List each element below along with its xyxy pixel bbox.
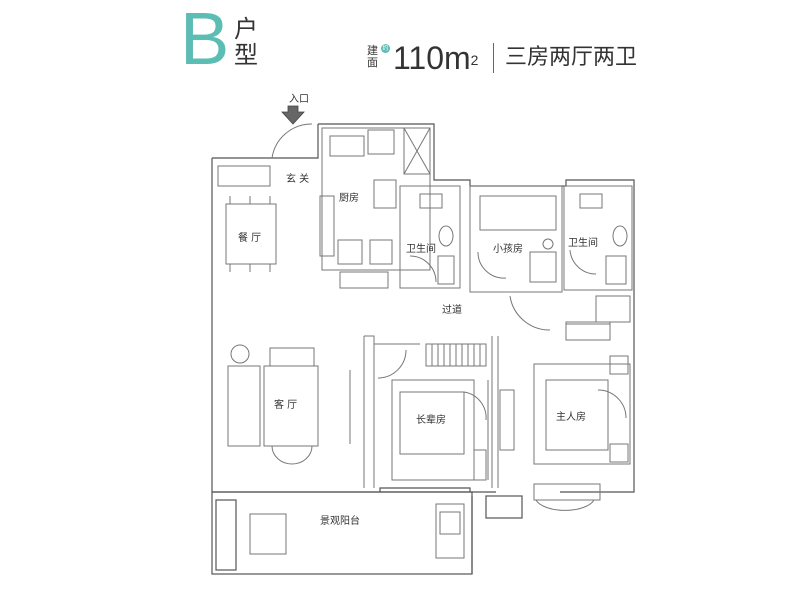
area-badge: 约	[381, 44, 390, 53]
area-label-1: 建	[367, 44, 378, 57]
label-foyer: 玄 关	[286, 172, 309, 185]
label-entrance: 入口	[289, 94, 309, 105]
label-kids-room: 小孩房	[493, 242, 523, 255]
area-label-2: 面	[367, 56, 378, 69]
area-value: 110m2	[393, 40, 478, 76]
unit-type-suffix-2: 型	[234, 41, 258, 69]
label-bathroom-2: 卫生间	[568, 236, 598, 249]
area-number: 110m	[393, 40, 471, 76]
outer-walls	[211, 123, 635, 575]
unit-type-letter: B	[180, 0, 230, 80]
unit-type-suffix: 户 型	[234, 16, 264, 68]
label-master: 主人房	[556, 410, 586, 423]
balcony-outline	[211, 491, 473, 575]
label-kitchen: 厨房	[339, 191, 359, 204]
header-divider	[493, 43, 494, 73]
label-corridor: 过道	[442, 303, 462, 316]
label-balcony: 景观阳台	[320, 514, 360, 527]
label-dining: 餐 厅	[238, 231, 261, 244]
area-label: 建 面	[367, 45, 379, 69]
unit-type-suffix-1: 户	[234, 15, 258, 43]
area-unit-sup: 2	[470, 52, 479, 68]
label-bathroom-1: 卫生间	[406, 242, 436, 255]
entrance-arrow-icon	[281, 105, 305, 125]
inner-walls	[217, 123, 633, 559]
room-config: 三房两厅两卫	[505, 45, 638, 70]
label-living: 客 厅	[274, 398, 297, 411]
plan-header: B 户 型 建 面 约 110m2 三房两厅两卫	[0, 0, 800, 90]
label-elder-room: 长辈房	[416, 413, 446, 426]
